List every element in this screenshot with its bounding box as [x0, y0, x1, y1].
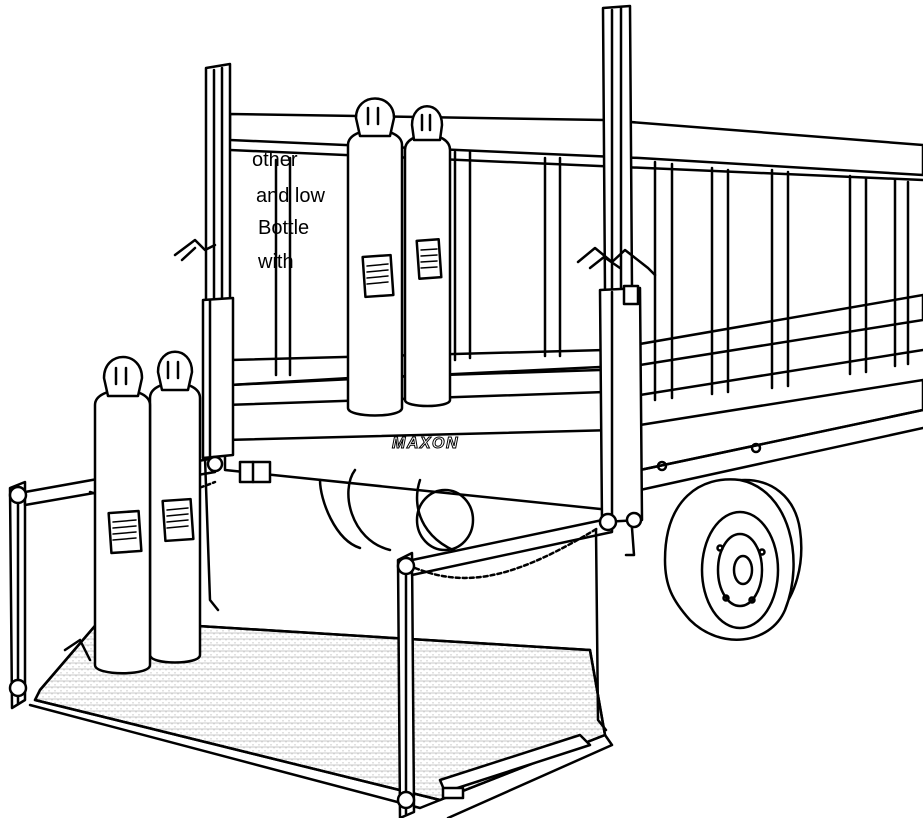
right-column	[576, 4, 657, 557]
caption-line-4: Bottle	[258, 217, 310, 239]
platform-floor	[28, 618, 614, 818]
upper-cylinders	[346, 97, 452, 417]
rear-tire	[663, 478, 803, 641]
right-gate-frame	[396, 512, 618, 818]
gate-chain-right	[413, 526, 600, 580]
left-column	[173, 62, 235, 460]
brand-label: MAXON	[392, 435, 459, 452]
platform-cylinders	[93, 350, 202, 675]
